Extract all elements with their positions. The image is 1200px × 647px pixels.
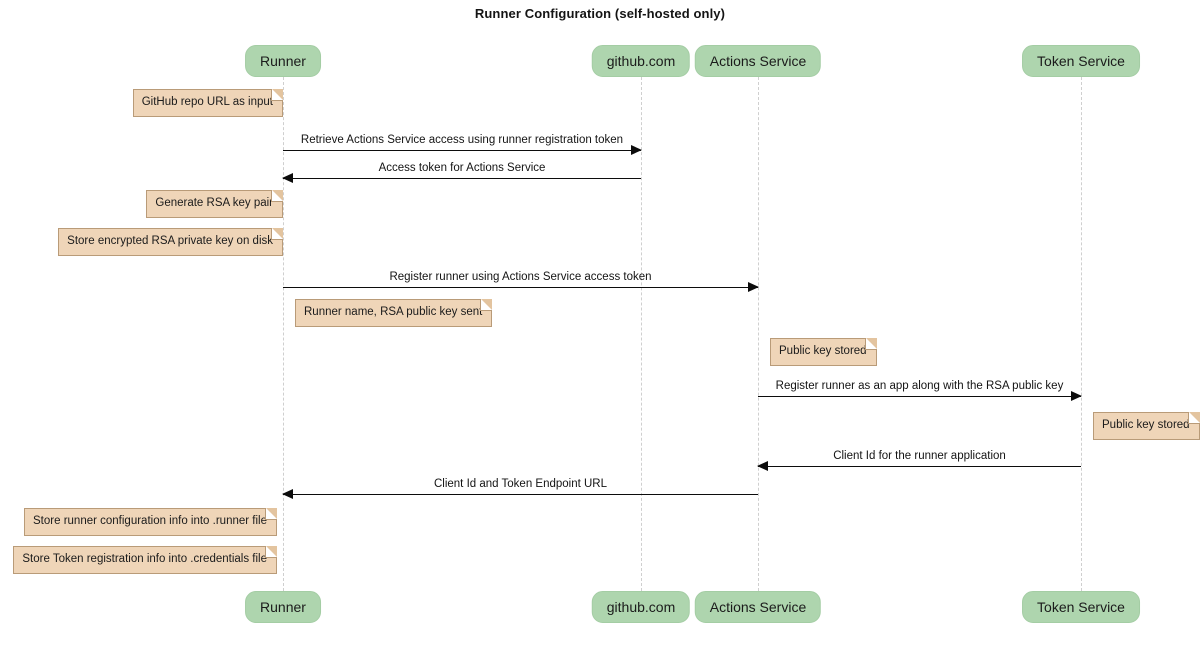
- arrowhead-icon: [282, 489, 293, 499]
- note-store-token-registration-info-into-credentials-file: Store Token registration info into .cred…: [13, 546, 277, 574]
- participant-label: Actions Service: [709, 599, 807, 615]
- participant-label: github.com: [606, 599, 676, 615]
- message-register-runner-as-an-app-along-with-the-rsa-public-key: Register runner as an app along with the…: [758, 380, 1082, 401]
- note-runner-name-rsa-public-key-sent: Runner name, RSA public key sent: [295, 299, 493, 327]
- participant-top-actions-service[interactable]: Actions Service: [694, 45, 822, 77]
- note-text: Store runner configuration info into .ru…: [33, 515, 267, 527]
- note-store-encrypted-rsa-private-key-on-disk: Store encrypted RSA private key on disk: [58, 228, 283, 256]
- message-client-id-and-token-endpoint-url: Client Id and Token Endpoint URL: [282, 478, 758, 499]
- message-access-token-for-actions-service: Access token for Actions Service: [282, 162, 641, 183]
- lifeline-actions-service: [758, 77, 759, 591]
- lifeline-token-service: [1081, 77, 1082, 591]
- participant-bottom-token-service[interactable]: Token Service: [1022, 591, 1140, 623]
- participant-label: Token Service: [1037, 53, 1125, 69]
- message-line: [283, 287, 758, 288]
- participant-top-github-com[interactable]: github.com: [591, 45, 691, 77]
- note-store-runner-configuration-info-into-runner-file: Store runner configuration info into .ru…: [24, 508, 277, 536]
- note-text: Generate RSA key pair: [155, 197, 273, 209]
- message-label: Register runner as an app along with the…: [775, 380, 1064, 392]
- message-client-id-for-the-runner-application: Client Id for the runner application: [757, 450, 1081, 471]
- note-generate-rsa-key-pair: Generate RSA key pair: [146, 190, 283, 218]
- message-label: Client Id and Token Endpoint URL: [433, 478, 608, 490]
- participant-top-runner[interactable]: Runner: [245, 45, 321, 77]
- participant-label: Runner: [260, 599, 306, 615]
- note-text: Runner name, RSA public key sent: [304, 306, 483, 318]
- note-text: Store encrypted RSA private key on disk: [67, 235, 273, 247]
- message-label: Register runner using Actions Service ac…: [389, 271, 652, 283]
- message-label: Access token for Actions Service: [378, 162, 546, 174]
- lifeline-github-com: [641, 77, 642, 591]
- note-text: Store Token registration info into .cred…: [22, 553, 267, 565]
- arrowhead-icon: [757, 461, 768, 471]
- arrowhead-icon: [748, 282, 759, 292]
- participant-top-token-service[interactable]: Token Service: [1022, 45, 1140, 77]
- message-line: [283, 150, 641, 151]
- arrowhead-icon: [631, 145, 642, 155]
- arrowhead-icon: [282, 173, 293, 183]
- participant-label: Actions Service: [709, 53, 807, 69]
- page-title: Runner Configuration (self-hosted only): [474, 6, 726, 21]
- message-line: [283, 178, 641, 179]
- message-line: [758, 466, 1081, 467]
- note-text: GitHub repo URL as input: [141, 96, 273, 108]
- note-public-key-stored: Public key stored: [1093, 412, 1200, 440]
- message-retrieve-actions-service-access-using-runner-registration-token: Retrieve Actions Service access using ru…: [283, 134, 642, 155]
- message-label: Client Id for the runner application: [833, 450, 1006, 462]
- participant-label: Token Service: [1037, 599, 1125, 615]
- note-text: Public key stored: [779, 345, 867, 357]
- message-label: Retrieve Actions Service access using ru…: [300, 134, 624, 146]
- lifeline-runner: [283, 77, 284, 591]
- participant-label: github.com: [606, 53, 676, 69]
- participant-label: Runner: [260, 53, 306, 69]
- message-line: [758, 396, 1081, 397]
- participant-bottom-runner[interactable]: Runner: [245, 591, 321, 623]
- participant-bottom-actions-service[interactable]: Actions Service: [694, 591, 822, 623]
- arrowhead-icon: [1071, 391, 1082, 401]
- message-register-runner-using-actions-service-access-token: Register runner using Actions Service ac…: [283, 271, 759, 292]
- note-text: Public key stored: [1102, 419, 1190, 431]
- message-line: [283, 494, 758, 495]
- participant-bottom-github-com[interactable]: github.com: [591, 591, 691, 623]
- note-github-repo-url-as-input: GitHub repo URL as input: [132, 89, 284, 117]
- note-public-key-stored: Public key stored: [770, 338, 877, 366]
